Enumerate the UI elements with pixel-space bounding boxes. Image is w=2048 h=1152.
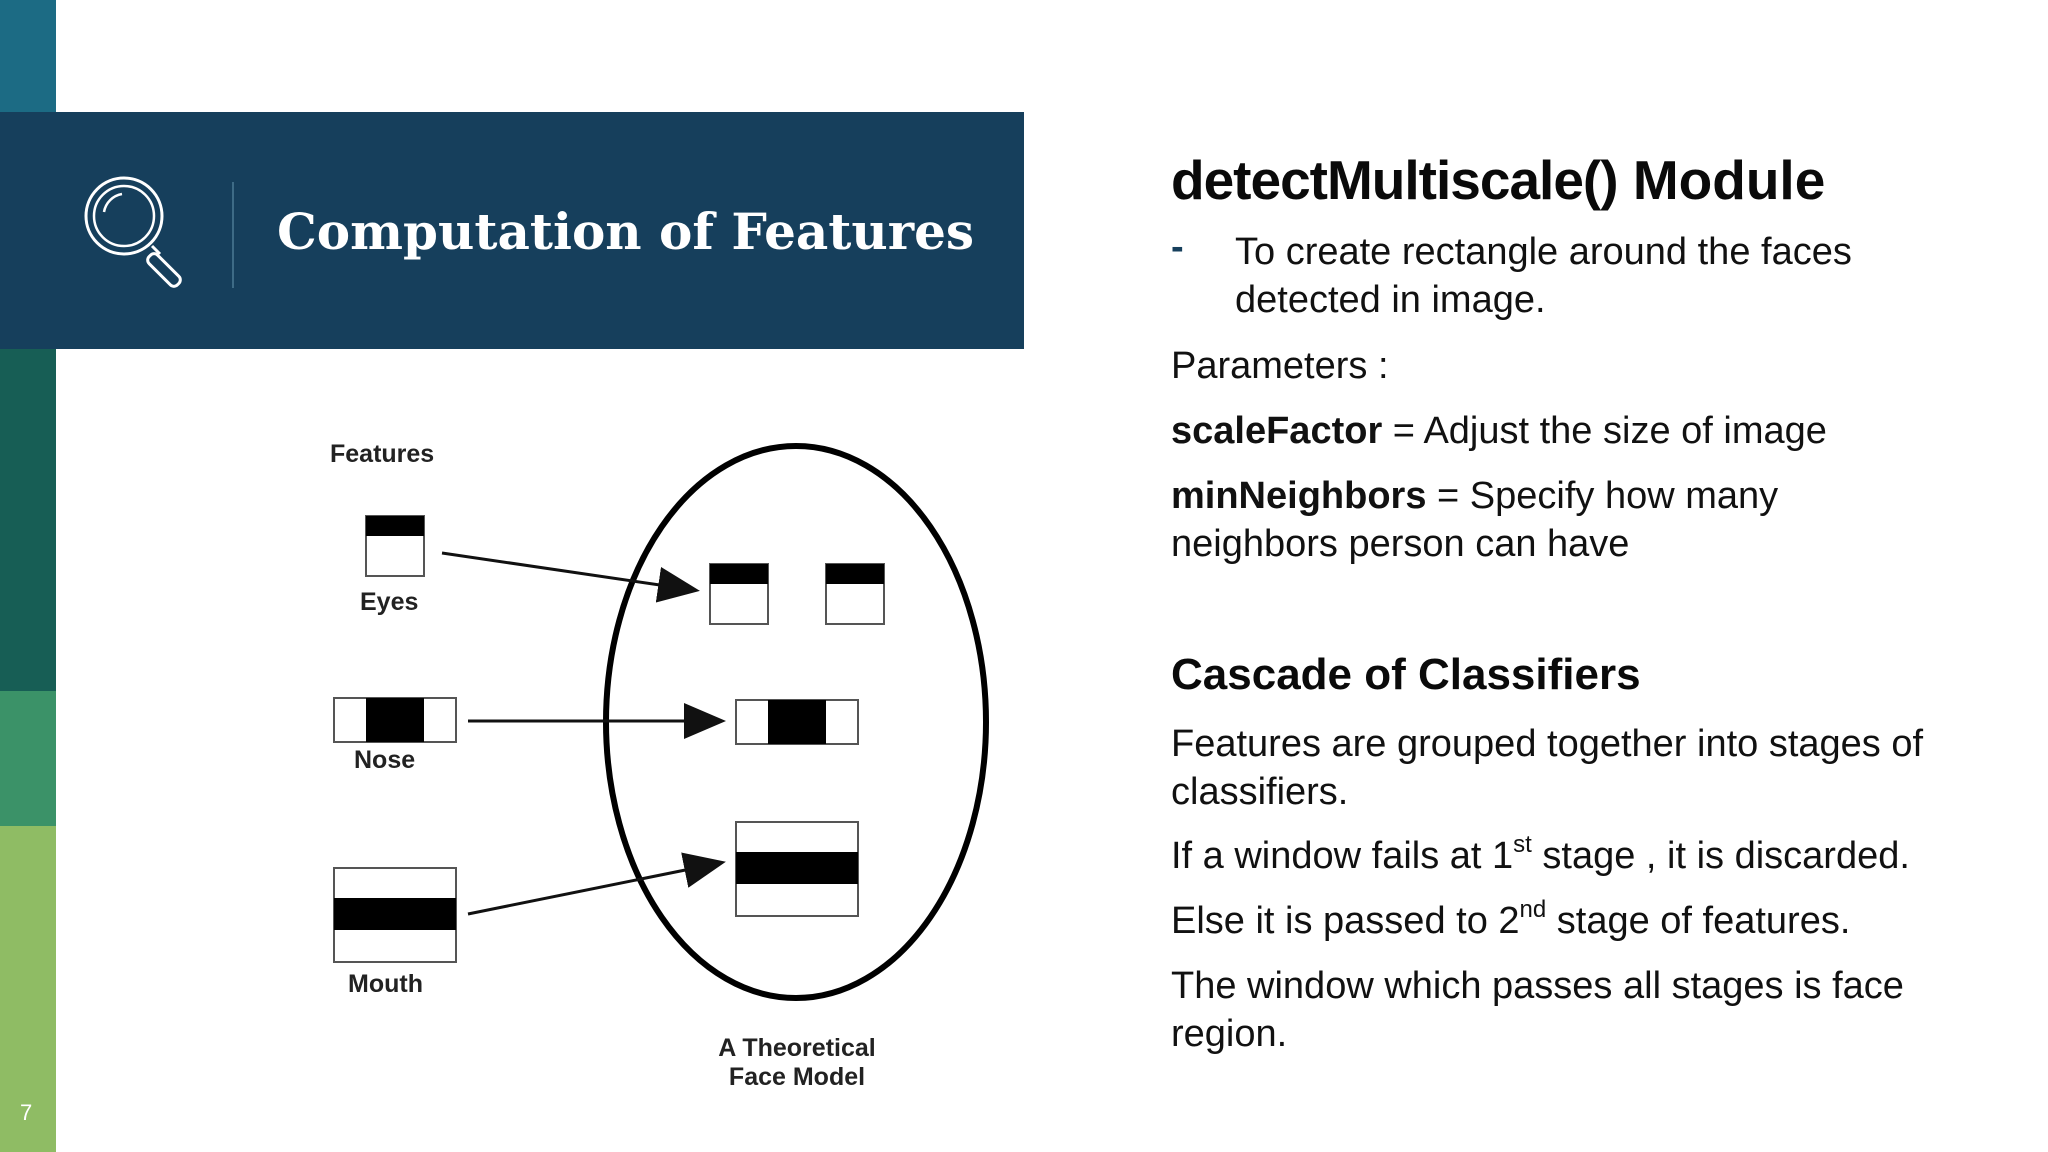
bullet-dash: -: [1171, 226, 1184, 268]
scale-factor-line: scaleFactor = Adjust the size of image: [1171, 407, 1991, 455]
face-right-eye-box: [825, 563, 885, 625]
module-heading-rest: Module: [1617, 149, 1826, 211]
eyes-arrow: [441, 551, 700, 603]
mouth-label: Mouth: [348, 970, 423, 998]
cascade-paragraph-4: The window which passes all stages is fa…: [1171, 965, 1904, 1055]
face-nose-box: [735, 699, 859, 745]
cascade-paragraph-3: Else it is passed to 2nd stage of featur…: [1171, 897, 1991, 945]
accent-strip-top: [0, 0, 56, 112]
mouth-feature-box: [333, 867, 457, 963]
diagram-graphic: [333, 443, 989, 1001]
scale-factor-key: scaleFactor: [1171, 410, 1383, 452]
mouth-arrow: [467, 852, 726, 916]
cascade-paragraph-2: If a window fails at 1st stage , it is d…: [1171, 832, 1991, 880]
nose-label: Nose: [354, 746, 416, 774]
scale-factor-desc: = Adjust the size of image: [1382, 410, 1827, 452]
features-label: Features: [330, 440, 435, 468]
face-model-label: A Theoretical Face Model: [706, 1034, 888, 1092]
face-features-diagram: Features Eyes Nose Mouth A Theoretical F…: [320, 420, 1020, 1110]
title-banner: Computation of Features: [0, 112, 1024, 349]
cascade-p3-sup: nd: [1519, 896, 1547, 923]
magnifier-icon: [84, 176, 182, 288]
cascade-p2-post: stage , it is discarded.: [1531, 835, 1910, 877]
module-heading-function: detectMultiscale(): [1171, 149, 1619, 211]
bullet-text: To create rectangle around the faces det…: [1235, 231, 1852, 321]
cascade-p3-pre: Else it is passed to 2: [1171, 900, 1520, 942]
parameters-label: Parameters :: [1171, 345, 1389, 387]
cascade-paragraph-1: Features are grouped together into stage…: [1171, 723, 1924, 813]
slide-number: 7: [20, 1100, 33, 1125]
min-neighbors-line: minNeighbors = Specify how many neighbor…: [1171, 472, 1911, 568]
cascade-heading: Cascade of Classifiers: [1171, 650, 1641, 699]
nose-feature-box: [333, 697, 457, 743]
face-model-label-line1: A Theoretical: [718, 1034, 876, 1062]
min-neighbors-key: minNeighbors: [1171, 475, 1427, 517]
cascade-p2-pre: If a window fails at 1: [1171, 835, 1514, 877]
face-model-label-line2: Face Model: [728, 1063, 866, 1091]
eyes-feature-box: [365, 515, 425, 577]
cascade-p2-sup: st: [1513, 831, 1532, 858]
accent-strip-bottom: [0, 826, 56, 1152]
eyes-label: Eyes: [360, 588, 419, 616]
face-left-eye-box: [709, 563, 769, 625]
page-title: Computation of Features: [277, 202, 975, 261]
face-mouth-box: [735, 821, 859, 917]
min-neighbors-desc: = Specify how many neighbors person can …: [1171, 475, 1779, 565]
accent-strip-lower: [0, 691, 56, 826]
cascade-p3-post: stage of features.: [1546, 900, 1851, 942]
module-heading: detectMultiscale() Module: [1171, 148, 1825, 212]
banner-divider: [232, 182, 234, 288]
accent-strip-middle: [0, 349, 56, 691]
